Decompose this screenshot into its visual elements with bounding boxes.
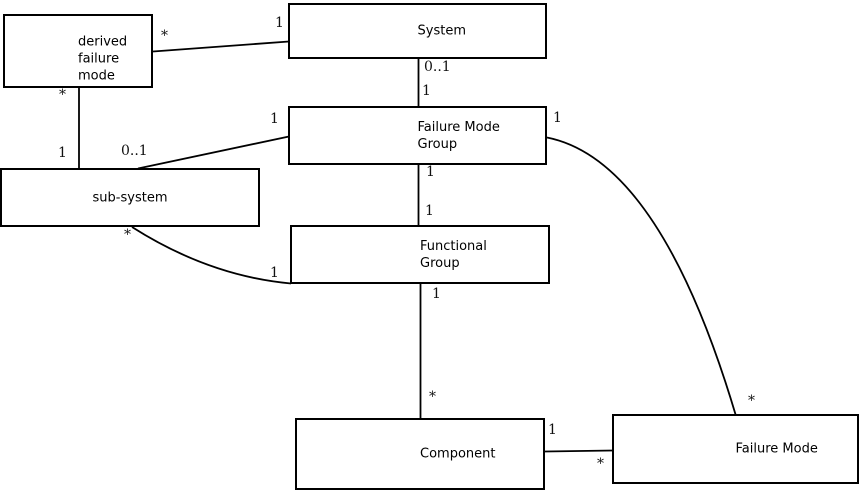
node-sub-system-label: sub-system [92, 190, 168, 205]
node-derived-failure-mode-label: derived failure mode [78, 34, 128, 84]
multiplicity-fmg-on-system-edge: 1 [422, 83, 431, 99]
edge-sub-system-to-failure-mode-group [137, 135, 290, 170]
multiplicity-fmg-on-functional-group-edge: 1 [426, 164, 435, 180]
node-derived-failure-mode: derived failure mode [3, 14, 153, 88]
node-failure-mode-group-label: Failure Mode Group [417, 119, 500, 152]
node-failure-mode-group: Failure Mode Group [288, 106, 547, 165]
multiplicity-component-on-functional-group-edge: * [429, 389, 436, 405]
node-sub-system: sub-system [0, 168, 260, 227]
node-functional-group: Functional Group [290, 225, 550, 284]
multiplicity-functional-group-on-sub-system-edge: 1 [270, 265, 279, 281]
multiplicity-sub-system-on-fmg-edge: 0..1 [121, 143, 148, 159]
multiplicity-fmg-on-failure-mode-edge: 1 [553, 110, 562, 126]
edge-derived-failure-mode-to-system [152, 40, 290, 53]
edge-failure-mode-group-to-failure-mode [546, 136, 737, 417]
multiplicity-failure-mode-on-component-edge: * [597, 456, 604, 472]
node-component: Component [295, 418, 545, 490]
node-system: System [288, 3, 547, 59]
multiplicity-system-on-fmg-edge: 0..1 [424, 59, 451, 75]
node-failure-mode: Failure Mode [612, 414, 859, 484]
multiplicity-functional-group-on-fmg-edge: 1 [425, 203, 434, 219]
multiplicity-sub-system-on-functional-group-edge: * [124, 227, 131, 243]
node-failure-mode-label: Failure Mode [735, 441, 818, 457]
multiplicity-fmg-on-sub-system-edge: 1 [270, 111, 279, 127]
node-component-label: Component [420, 446, 496, 462]
edge-component-to-failure-mode [544, 449, 614, 453]
node-functional-group-label: Functional Group [420, 238, 487, 271]
multiplicity-derived-on-sub-system-edge: * [59, 87, 66, 103]
multiplicity-derived-on-system-edge: * [161, 28, 168, 44]
multiplicity-system-on-derived-edge: 1 [275, 15, 284, 31]
multiplicity-functional-group-on-component-edge: 1 [432, 286, 441, 302]
multiplicity-failure-mode-on-fmg-edge: * [748, 393, 755, 409]
multiplicity-sub-system-on-derived-edge: 1 [58, 145, 67, 161]
node-system-label: System [417, 23, 466, 39]
edge-sub-system-to-functional-group [131, 226, 292, 285]
multiplicity-component-on-failure-mode-edge: 1 [548, 422, 557, 438]
